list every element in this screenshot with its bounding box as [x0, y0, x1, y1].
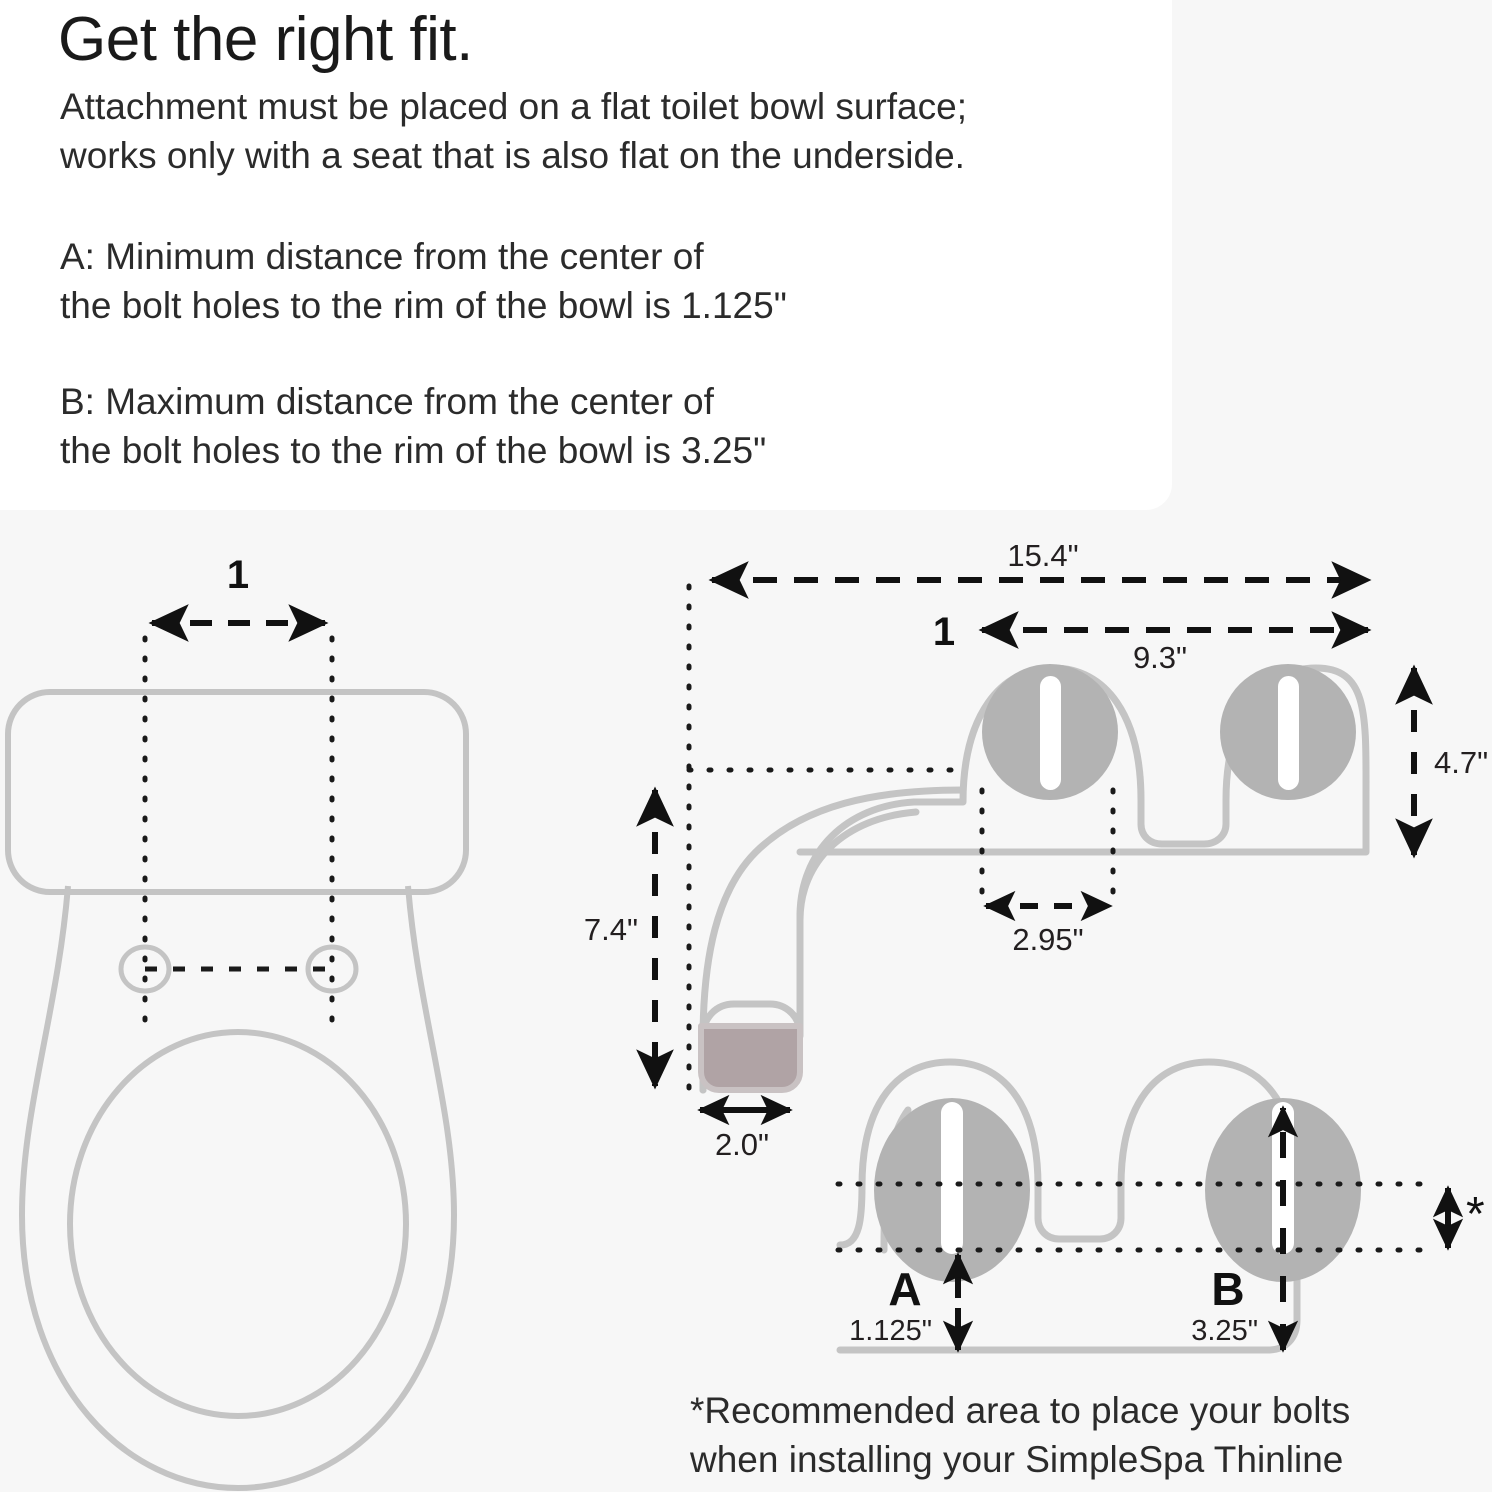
bolt-span-value: 9.3"	[1133, 640, 1187, 675]
intro-paragraph: Attachment must be placed on a flat toil…	[60, 86, 967, 176]
detail-knob-left-slot	[941, 1102, 963, 1254]
nozzle-tip	[698, 1023, 803, 1093]
toilet-top-view: 1	[5, 553, 469, 1492]
toilet-bolt-span-label: 1	[227, 553, 249, 597]
bolt-hole-right	[305, 944, 359, 994]
knob-left-slot	[1040, 676, 1061, 790]
toilet-bowl-rim	[67, 1029, 409, 1419]
note-a-paragraph: A: Minimum distance from the center of t…	[60, 236, 787, 326]
hose-outer-curve	[699, 786, 967, 1094]
header-card: Get the right fit. Attachment must be pl…	[0, 0, 1172, 510]
bidet-bolt-slot-detail: * A 1.125" B 3.25"	[835, 1058, 1485, 1354]
marker-a-label: A	[888, 1263, 921, 1315]
body-depth-label: 4.7"	[1434, 745, 1488, 780]
knob-right-slot	[1278, 676, 1299, 790]
marker-b-label: B	[1211, 1263, 1244, 1315]
slot-span-label: 2.95"	[1012, 922, 1083, 957]
overall-width-label: 15.4"	[1007, 538, 1078, 573]
page-title: Get the right fit.	[58, 5, 473, 74]
note-b-paragraph: B: Maximum distance from the center of t…	[60, 381, 767, 471]
attachment-bolt-span-label: 1	[933, 610, 955, 654]
bolt-zone-asterisk: *	[1466, 1188, 1485, 1241]
bolt-hole-left	[118, 944, 172, 994]
toilet-bowl-outline	[18, 885, 458, 1492]
toilet-tank-outline	[5, 689, 469, 895]
marker-b-value: 3.25"	[1191, 1315, 1258, 1347]
footnote-caption: *Recommended area to place your bolts wh…	[690, 1390, 1351, 1480]
marker-a-value: 1.125"	[849, 1315, 932, 1347]
hose-inner-curve	[796, 808, 920, 1040]
hose-drop-label: 7.4"	[584, 912, 638, 947]
nozzle-width-label: 2.0"	[715, 1127, 769, 1162]
bidet-attachment-top-view: 15.4" 1 9.3" 4.7" 7.4" 2.0" 2.95"	[584, 538, 1488, 1162]
